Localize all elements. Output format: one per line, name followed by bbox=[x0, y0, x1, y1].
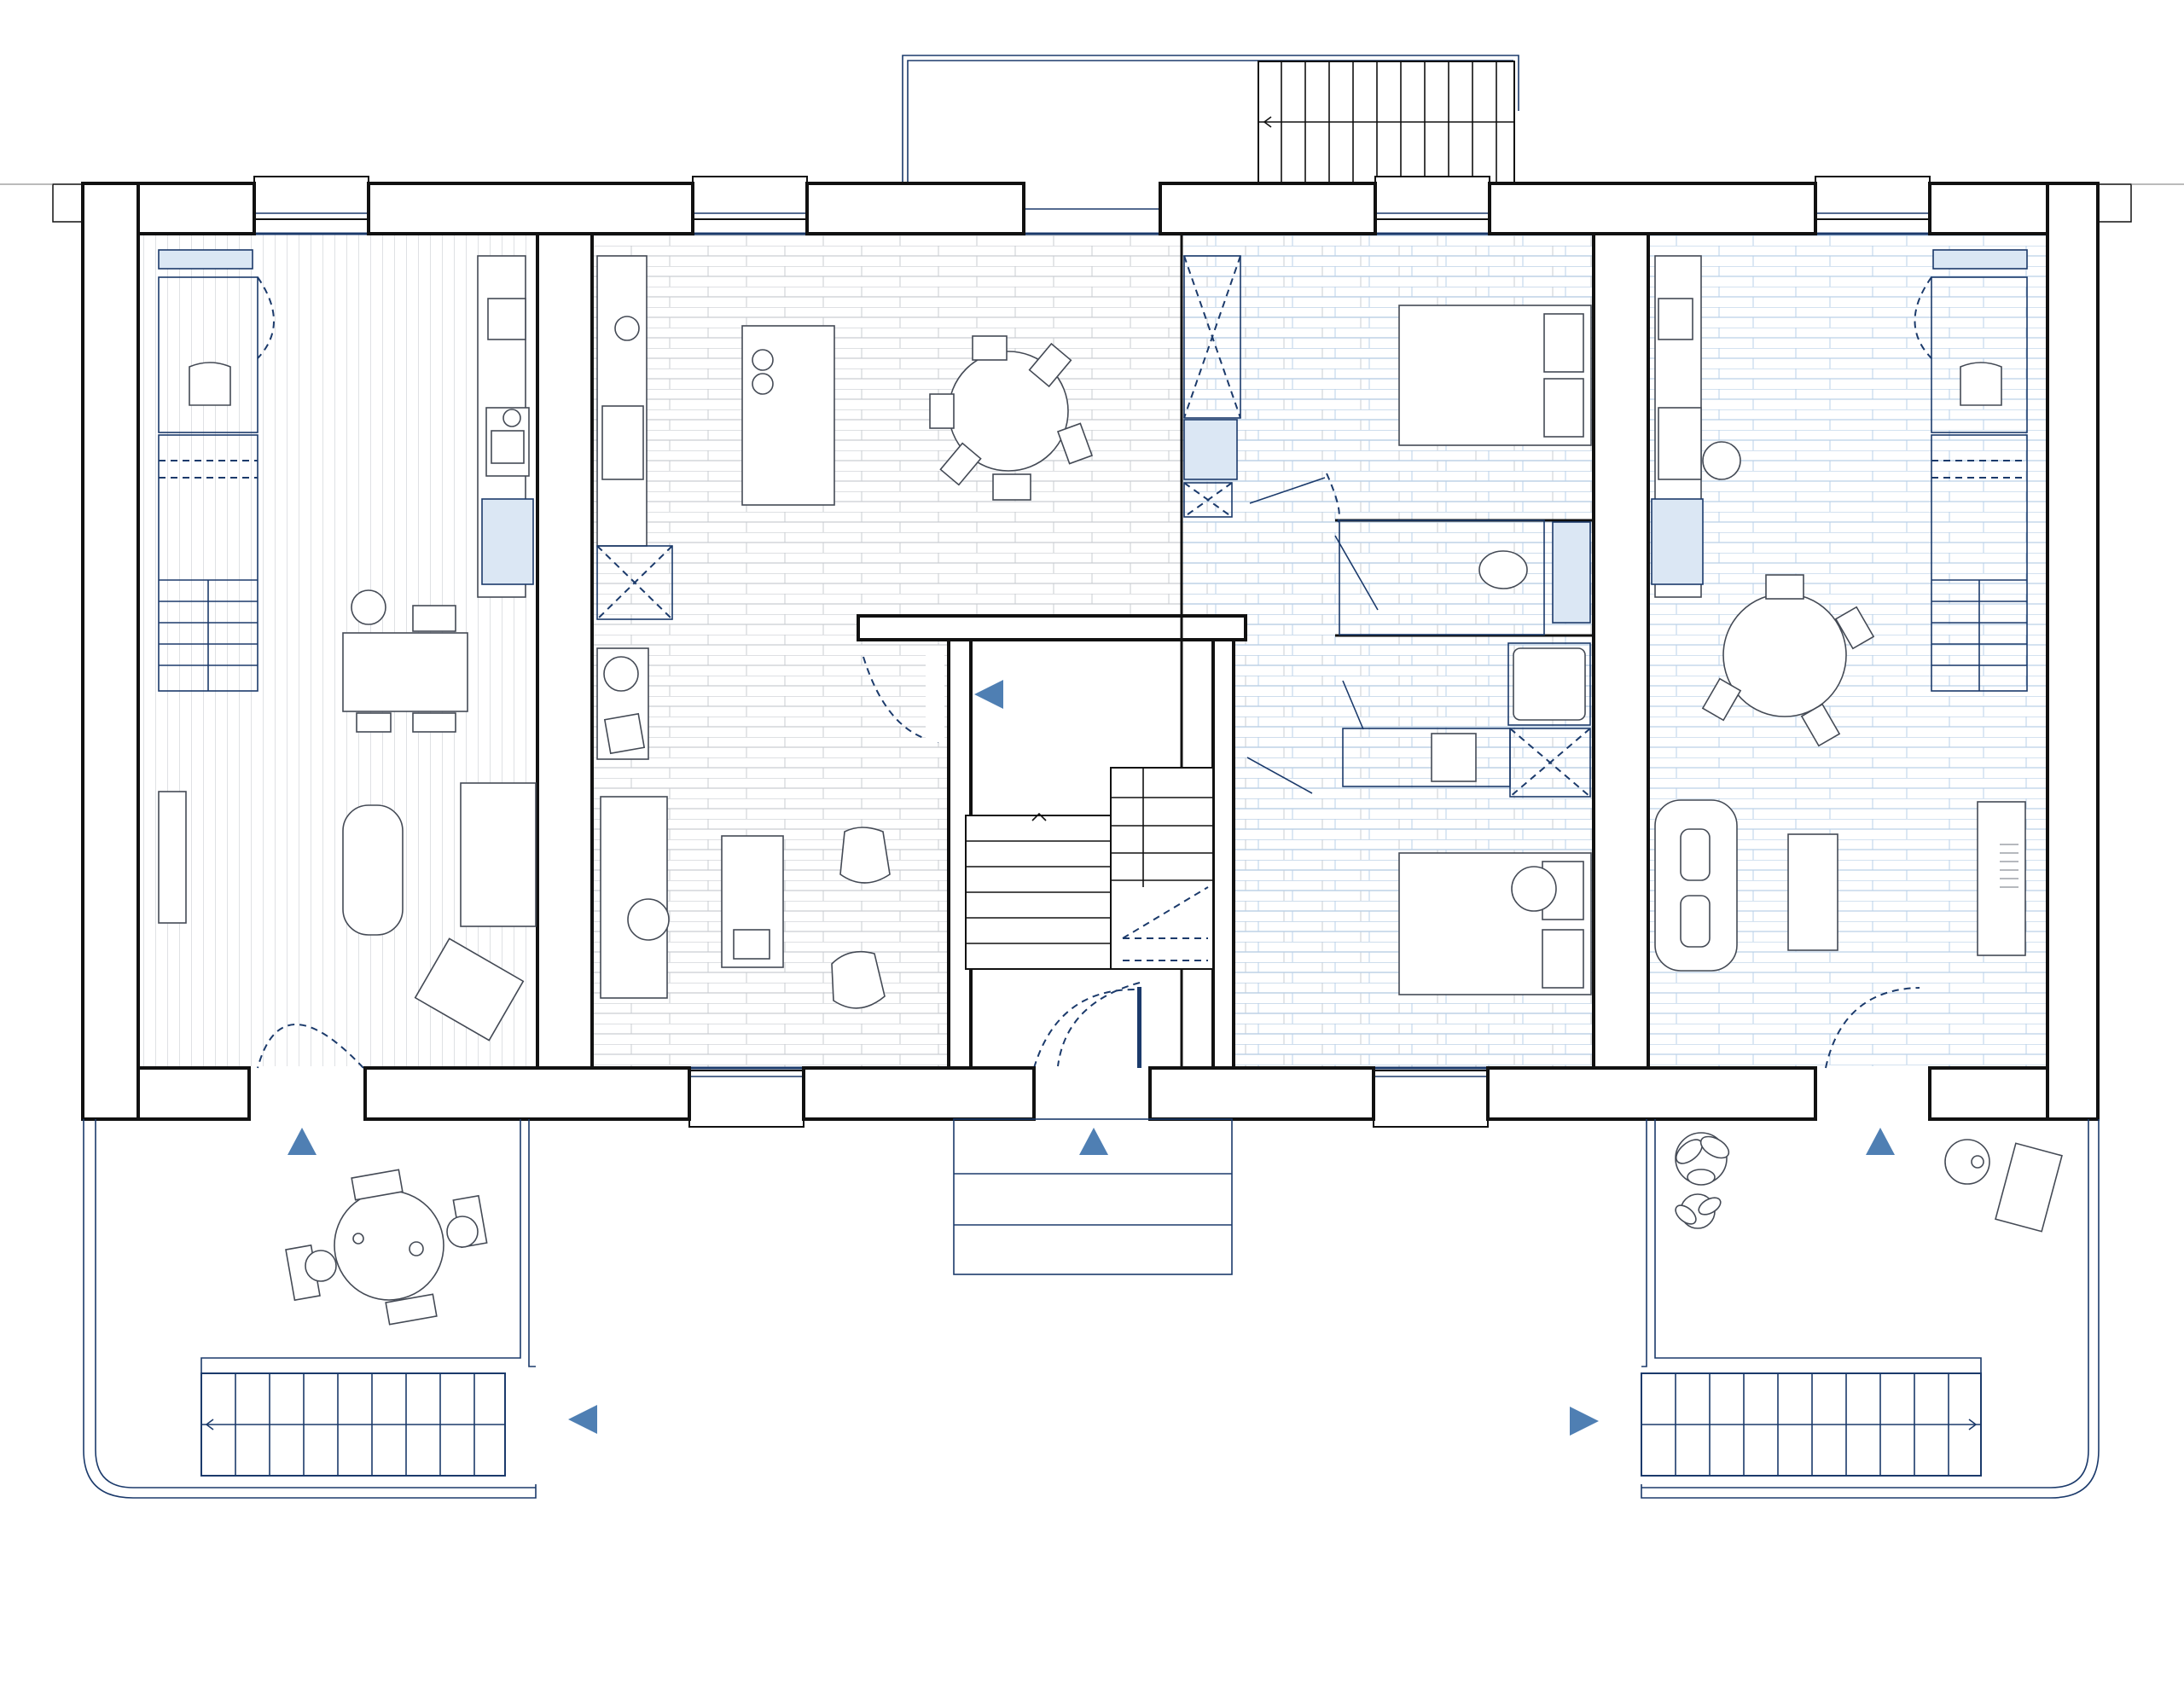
bottom-openings bbox=[249, 987, 1930, 1128]
entrance-arrows bbox=[288, 680, 1895, 1436]
dining-table bbox=[342, 632, 468, 712]
left-terrace bbox=[83, 1119, 537, 1499]
sink-icon bbox=[1431, 733, 1477, 782]
coffee-table bbox=[721, 835, 784, 968]
front-steps bbox=[953, 1118, 1233, 1275]
sink-icon bbox=[601, 405, 644, 480]
entrance-arrow-icon bbox=[288, 1128, 317, 1155]
person-icon bbox=[305, 1250, 337, 1282]
lounge-chair bbox=[1995, 1142, 2063, 1233]
unit-3 bbox=[1183, 255, 1592, 995]
unit-1 bbox=[158, 249, 537, 1042]
sofa bbox=[1654, 799, 1738, 972]
armchair bbox=[839, 827, 891, 884]
unit-4 bbox=[1651, 249, 2028, 972]
front-wall-segments bbox=[81, 182, 2100, 1121]
person-icon bbox=[627, 898, 670, 941]
coffee-table bbox=[1787, 833, 1838, 951]
stair-direction-arrow-icon bbox=[1031, 812, 1047, 821]
sink-icon bbox=[491, 430, 525, 464]
plant-icon bbox=[1675, 1132, 1730, 1229]
top-stair bbox=[902, 55, 1519, 183]
person-icon bbox=[1702, 441, 1741, 480]
stair-direction-arrow-icon bbox=[1263, 116, 1272, 128]
toilet-icon bbox=[1960, 362, 2002, 406]
person-icon bbox=[446, 1216, 479, 1248]
round-dining-table bbox=[1722, 593, 1847, 717]
unit-2 bbox=[596, 255, 1094, 1009]
sofa bbox=[460, 782, 537, 927]
stairwell bbox=[965, 767, 1214, 1068]
stair-direction-arrow-icon bbox=[205, 1419, 214, 1430]
person-icon bbox=[351, 589, 386, 625]
top-windows bbox=[253, 176, 1931, 220]
right-terrace bbox=[1641, 1119, 2100, 1499]
sofa bbox=[600, 796, 668, 999]
sink-icon bbox=[1658, 407, 1702, 480]
entrance-arrow-icon bbox=[1079, 1128, 1108, 1155]
entrance-arrow-icon bbox=[1570, 1407, 1599, 1436]
person-icon bbox=[1511, 866, 1557, 912]
stove-icon bbox=[752, 349, 774, 371]
terrace-table bbox=[334, 1190, 444, 1301]
toilet-icon bbox=[189, 362, 231, 406]
entrance-arrow-icon bbox=[974, 680, 1003, 709]
toilet-icon bbox=[1478, 550, 1528, 589]
ottoman bbox=[342, 804, 404, 936]
entrance-arrow-icon bbox=[1866, 1128, 1895, 1155]
stair-direction-arrow-icon bbox=[1968, 1419, 1978, 1430]
entrance-arrow-icon bbox=[568, 1405, 597, 1434]
armchair bbox=[831, 950, 886, 1009]
